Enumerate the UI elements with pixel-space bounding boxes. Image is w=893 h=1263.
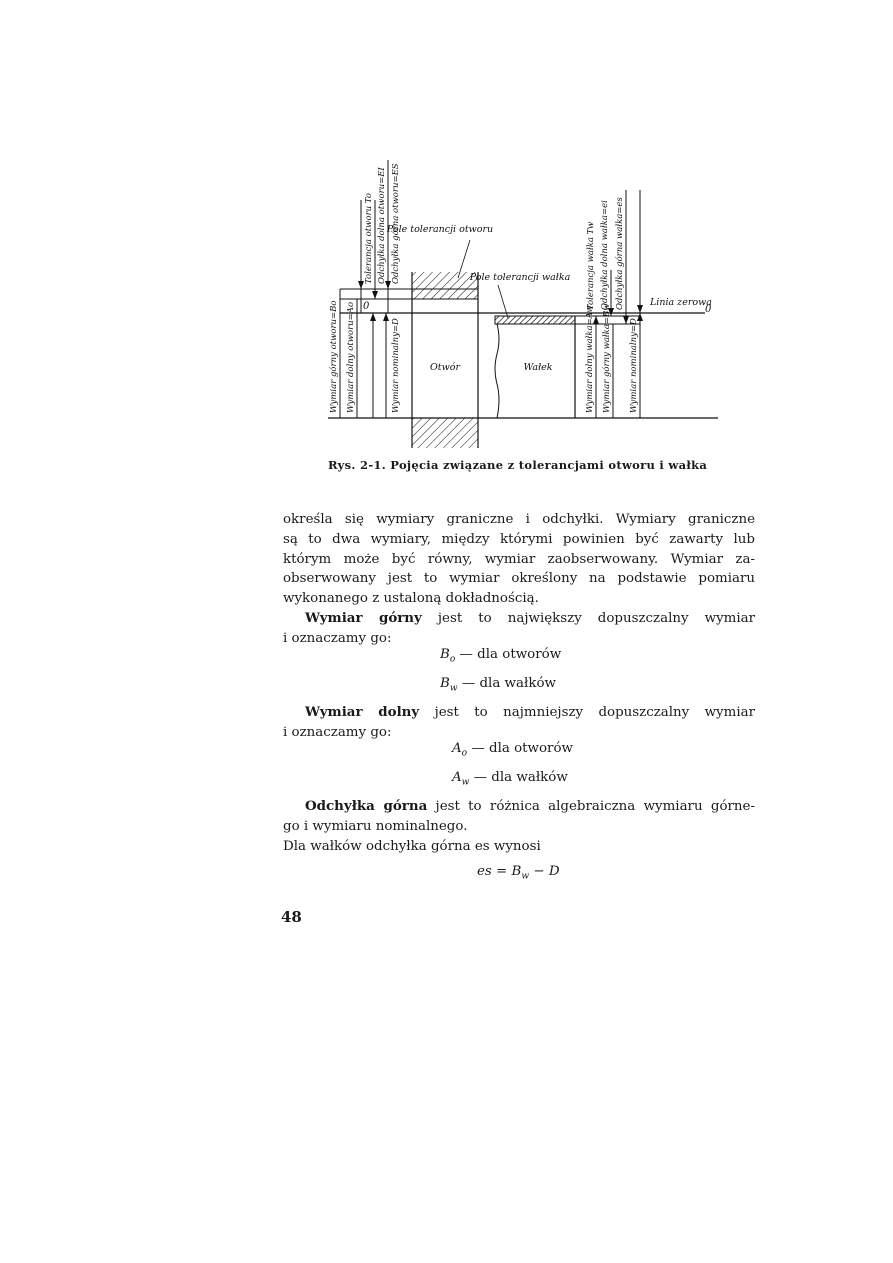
paragraph-1: określa się wymiary graniczne i odchyłki… (283, 510, 755, 609)
shaft-nominal-label: Wymiar nominalny=D (629, 318, 639, 413)
paragraph-4: Odchyłka górna jest to różnica algebraic… (283, 797, 755, 856)
formula-aw: Aw — dla wałków (452, 770, 568, 788)
text-line: i oznaczamy go: (283, 724, 392, 740)
hole-wall-bottom (412, 418, 478, 448)
formula-ao: Ao — dla otworów (452, 741, 573, 759)
text-line: określa się wymiary graniczne i odchyłki… (283, 512, 755, 527)
hole-label: Otwór (430, 362, 461, 373)
tolerance-diagram: Pole tolerancji otworu Pole tolerancji w… (328, 160, 718, 448)
shaft-upper-size-label: Wymiar górny wałka=Bw (601, 303, 612, 413)
shaft-tolerance-field (494, 315, 576, 325)
formula-bw: Bw — dla wałków (440, 676, 556, 694)
term: Wymiar górny (305, 610, 422, 626)
zero-label-left: 0 (363, 301, 370, 312)
hole-tolerance-label: Tolerancja otworu To (364, 193, 374, 284)
text-line: i oznaczamy go: (283, 630, 392, 646)
shaft-upper-dev-label: Odchyłka górna wałka=es (614, 197, 625, 310)
shaft-lower-size-label: Wymiar dolny wałka=Aw (585, 305, 595, 413)
text-line: Wymiar górny jest to największy dopuszcz… (305, 610, 755, 626)
hole-upper-dev-label: Odchyłka górna otworu=ES (390, 163, 401, 284)
formula-es: es = Bw − D (477, 864, 560, 882)
hole-tolerance-field (411, 288, 479, 300)
text-line: obserwowany jest to wymiar określony na … (283, 571, 755, 587)
paragraph-3: Wymiar dolny jest to najmniejszy dopuszc… (283, 703, 755, 743)
formula-bo: Bo — dla otworów (440, 647, 562, 665)
text-line: Odchyłka górna jest to różnica algebraic… (305, 798, 755, 814)
shaft-lower-dev-label: Odchyłka dolna wałka=ei (600, 200, 610, 310)
shaft-tolerance-field-label: Pole tolerancji wałka (469, 272, 571, 283)
figure-caption: Rys. 2-1. Pojęcia związane z tolerancjam… (328, 458, 708, 472)
term: Odchyłka górna (305, 798, 428, 814)
text-line: są to dwa wymiary, między którymi powini… (283, 531, 755, 547)
zero-label: 0 (705, 304, 712, 315)
hole-wall-top (412, 272, 478, 289)
hole-upper-size-label: Wymiar górny otworu=Bo (328, 300, 339, 413)
shaft-label: Wałek (523, 362, 552, 373)
text-line: Dla wałków odchyłka górna es wynosi (283, 838, 541, 854)
text-line: Wymiar dolny jest to najmniejszy dopuszc… (305, 704, 755, 720)
hole-lower-size-label: Wymiar dolny otworu=Ao (346, 302, 356, 413)
text-line: wykonanego z ustaloną dokładnością. (283, 591, 539, 607)
page-number: 48 (281, 908, 302, 926)
zero-line-label: Linia zerowa (649, 297, 712, 308)
term: Wymiar dolny (305, 704, 420, 720)
hole-nominal-label: Wymiar nominalny=D (391, 318, 401, 413)
hole-tolerance-field-label: Pole tolerancji otworu (386, 224, 493, 235)
text-line: którym może być równy, wymiar zaobserwow… (283, 551, 755, 567)
text-line: go i wymiaru nominalnego. (283, 818, 468, 834)
hole-lower-dev-label: Odchyłka dolna otworu=EI (377, 167, 387, 284)
shaft-tolerance-label: Tolerancja wałka Tw (586, 221, 596, 310)
paragraph-2: Wymiar górny jest to największy dopuszcz… (283, 609, 755, 649)
